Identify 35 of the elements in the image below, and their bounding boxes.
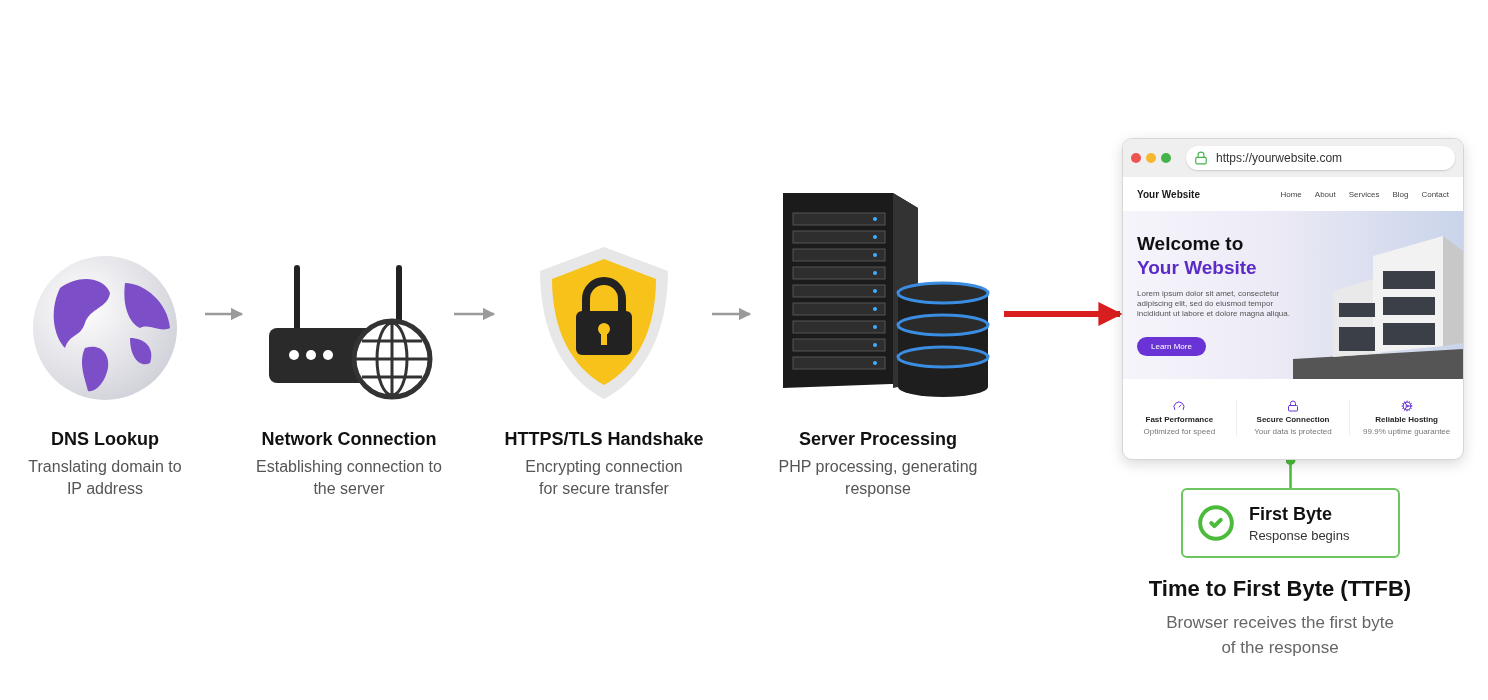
arrow [454, 307, 496, 321]
hero-paragraph: Lorem ipsum dolor sit amet, consectetur adipiscing elit, sed do eiusmod tempor incididunt ut labore et dolore magna aliqua. [1137, 289, 1291, 319]
url-text: https://yourwebsite.com [1216, 151, 1343, 165]
learn-more-button: Learn More [1137, 337, 1206, 356]
feature-title: Reliable Hosting [1375, 415, 1438, 424]
hero-heading: Welcome to [1137, 233, 1244, 255]
feature-title: Fast Performance [1145, 415, 1214, 424]
site-name: Your Website [1137, 188, 1201, 200]
nav-link: Home [1280, 189, 1302, 199]
step-title: HTTPS/TLS Handshake [504, 429, 704, 450]
step-description: PHP processing, generating response [777, 457, 979, 499]
browser-window [1122, 138, 1464, 460]
step-description: Encrypting connection for secure transfer [524, 457, 684, 499]
arrow [712, 307, 752, 321]
feature-subtitle: Optimized for speed [1143, 427, 1216, 436]
callout-title: First Byte [1249, 503, 1334, 525]
arrow [205, 307, 244, 321]
nav-link: Services [1348, 189, 1380, 199]
feature-title: Secure Connection [1256, 415, 1330, 424]
nav-link: About [1314, 189, 1336, 199]
callout-box [1181, 488, 1400, 558]
arrow [1004, 302, 1123, 326]
nav-link: Blog [1392, 189, 1409, 199]
result-description: Browser receives the first byte of the response [1165, 612, 1395, 659]
result-title: Time to First Byte (TTFB) [1147, 576, 1413, 602]
nav-link: Contact [1421, 189, 1449, 199]
callout-subtitle: Response begins [1249, 527, 1350, 543]
step-title: Network Connection [261, 429, 437, 450]
feature-subtitle: Your data is protected [1254, 427, 1332, 436]
step-description: Establishing connection to the server [255, 457, 443, 499]
step-title: DNS Lookup [51, 429, 159, 450]
step-title: Server Processing [798, 429, 958, 450]
feature-subtitle: 99.9% uptime guarantee [1363, 427, 1451, 436]
step-description: Translating domain to IP address [27, 457, 183, 499]
hero-heading: Your Website [1137, 257, 1257, 279]
